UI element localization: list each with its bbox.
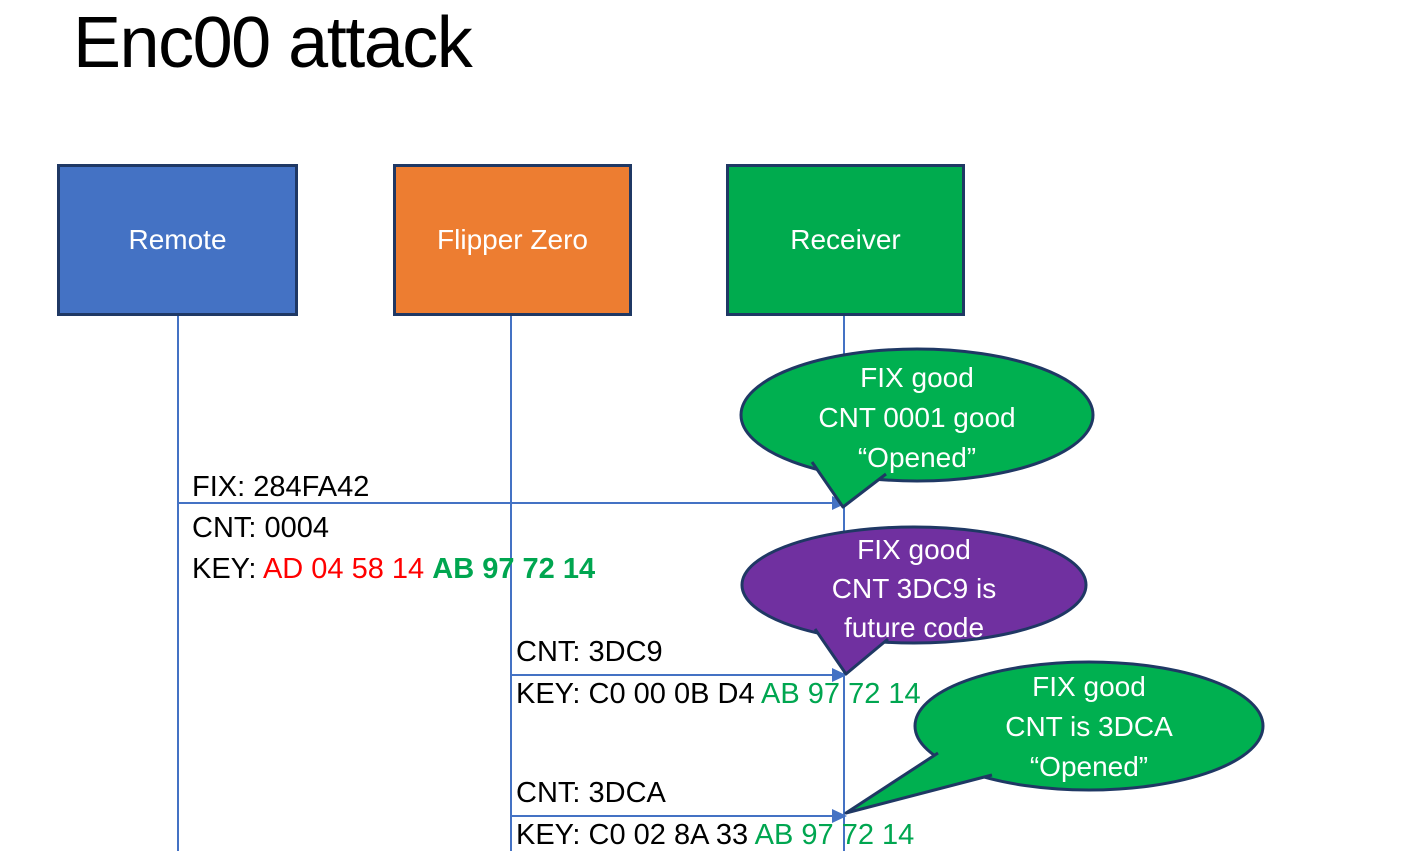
- lifeline-flipper-zero: [510, 316, 512, 851]
- speech-bubble-cnt-0001: [739, 347, 1095, 509]
- lifeline-remote: [177, 316, 179, 851]
- message-1-cnt: CNT: 0004: [192, 512, 330, 544]
- actor-label-flipper-zero: Flipper Zero: [437, 224, 588, 255]
- speech-bubble-body: [740, 525, 1088, 645]
- message-3-key: KEY: C0 02 8A 33 AB 97 72 14: [516, 819, 915, 851]
- speech-bubble-cnt-3dca: [844, 660, 1265, 815]
- key-green-segment: AB 97 72 14: [754, 819, 915, 851]
- message-2-text: CNT: 3DC9 KEY: C0 00 0B D4 AB 97 72 14: [516, 631, 921, 715]
- page-title: Enc00 attack: [73, 3, 473, 83]
- actor-label-remote: Remote: [128, 224, 227, 255]
- message-line-3: [511, 815, 832, 817]
- arrowhead-right-icon: [832, 809, 847, 823]
- message-2-key: KEY: C0 00 0B D4 AB 97 72 14: [516, 678, 921, 710]
- message-1-fix: FIX: 284FA42: [192, 471, 370, 503]
- actor-box-receiver: Receiver: [726, 164, 965, 316]
- speech-bubble-2-text: FIX good CNT 3DC9 is future code: [831, 534, 997, 643]
- message-3-text: CNT: 3DCA KEY: C0 02 8A 33 AB 97 72 14: [516, 772, 914, 856]
- message-2-cnt: CNT: 3DC9: [516, 636, 663, 668]
- speech-bubble-tail: [813, 628, 889, 676]
- actor-box-flipper-zero: Flipper Zero: [393, 164, 632, 316]
- speech-bubble-body: [913, 660, 1265, 792]
- key-green-segment: AB 97 72 14: [761, 678, 921, 710]
- key-green-segment: AB 97 72 14: [432, 553, 596, 585]
- key-red-segment: AD 04 58 14: [262, 553, 433, 585]
- speech-bubble-body: [739, 347, 1095, 483]
- actor-box-remote: Remote: [57, 164, 298, 316]
- message-1-key: KEY: AD 04 58 14 AB 97 72 14: [192, 553, 596, 585]
- speech-bubble-tail: [844, 751, 993, 815]
- speech-bubble-cnt-3dc9: [740, 525, 1088, 676]
- message-3-cnt: CNT: 3DCA: [516, 777, 666, 809]
- message-1-text: FIX: 284FA42 CNT: 0004 KEY: AD 04 58 14 …: [192, 467, 595, 590]
- speech-bubble-1-text: FIX good CNT 0001 good “Opened”: [818, 362, 1016, 473]
- speech-bubble-3-text: FIX good CNT is 3DCA “Opened”: [1005, 671, 1173, 782]
- message-line-1: [178, 502, 832, 504]
- actor-label-receiver: Receiver: [790, 224, 901, 255]
- message-line-2: [511, 674, 832, 676]
- speech-bubble-tail: [810, 461, 887, 509]
